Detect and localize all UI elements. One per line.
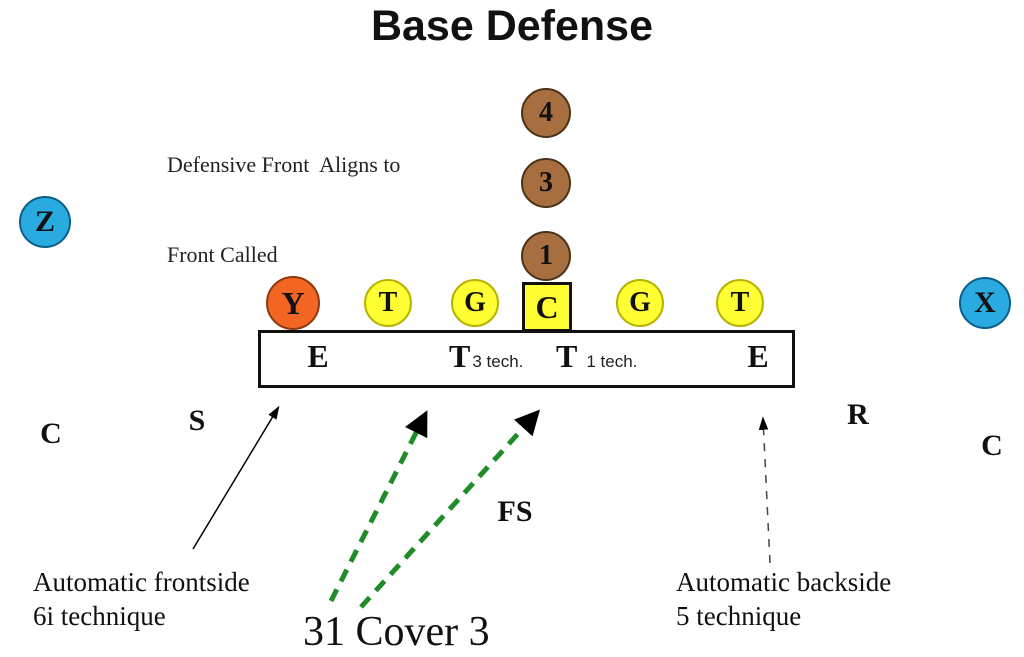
- frontside-caption-line1: Automatic frontside: [33, 567, 250, 597]
- offense-back-4: 4: [521, 88, 571, 138]
- backside-caption: Automatic backside 5 technique: [676, 565, 891, 633]
- center: C: [522, 282, 572, 332]
- right-tackle: T: [716, 279, 764, 327]
- defensive-tackle-3tech: T 3 tech.: [449, 338, 523, 375]
- receiver-z: Z: [19, 196, 71, 248]
- corner-right: C: [981, 429, 1003, 462]
- sam-linebacker: S: [188, 404, 206, 437]
- front-align-note: Defensive Front Aligns to Front Called: [167, 90, 400, 330]
- defensive-end-left: E: [307, 338, 329, 374]
- right-guard: G: [616, 279, 664, 327]
- backside-pointer-arrow: [758, 416, 771, 564]
- diagram-title: Base Defense: [370, 2, 654, 50]
- offense-back-1: 1: [521, 231, 571, 281]
- tackle-3-tech-label: 3 tech.: [472, 352, 524, 371]
- tight-end-y: Y: [266, 276, 320, 330]
- defensive-end-right: E: [747, 338, 769, 374]
- front-align-note-line2: Front Called: [167, 242, 278, 267]
- offense-back-3: 3: [521, 158, 571, 208]
- rover-linebacker: R: [847, 398, 869, 431]
- receiver-x: X: [959, 277, 1011, 329]
- frontside-caption: Automatic frontside 6i technique: [33, 565, 250, 633]
- cover3-arrow-left: [328, 410, 428, 603]
- front-align-note-line1: Defensive Front Aligns to: [167, 152, 401, 177]
- tackle-3-letter: T: [449, 338, 471, 374]
- free-safety: FS: [497, 495, 533, 528]
- frontside-caption-line2: 6i technique: [33, 601, 166, 631]
- defensive-line-box: [258, 330, 795, 388]
- tackle-1-letter: T: [556, 338, 578, 374]
- backside-caption-line1: Automatic backside: [676, 567, 892, 597]
- defensive-tackle-1tech: T 1 tech.: [556, 338, 637, 375]
- frontside-pointer-arrow: [192, 405, 280, 550]
- corner-left: C: [40, 417, 62, 450]
- left-guard: G: [451, 279, 499, 327]
- tackle-1-tech-label: 1 tech.: [586, 352, 638, 371]
- left-tackle: T: [364, 279, 412, 327]
- coverage-call: 31 Cover 3: [303, 609, 490, 655]
- backside-caption-line2: 5 technique: [676, 601, 802, 631]
